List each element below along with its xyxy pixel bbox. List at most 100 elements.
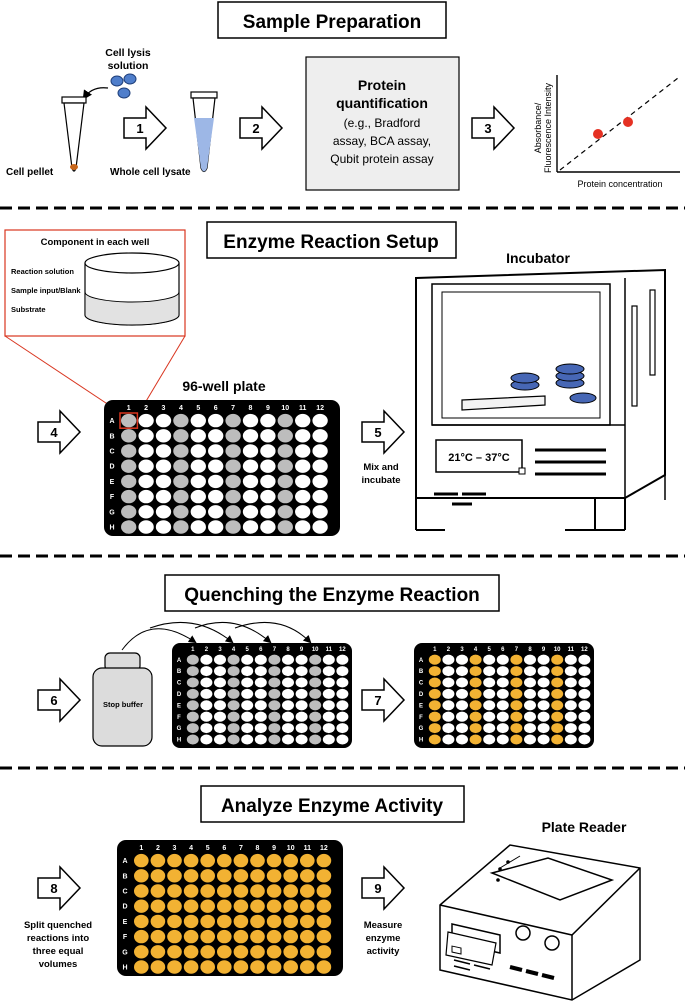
well-C1 — [133, 884, 149, 898]
well-B3 — [155, 429, 172, 443]
well-A1 — [121, 413, 137, 428]
well-E7 — [225, 474, 241, 489]
graph-point-2 — [623, 117, 633, 127]
measure-label-1: Measure — [364, 920, 403, 931]
column-number-label: 8 — [528, 647, 532, 653]
row-letter-label: C — [122, 888, 127, 895]
column-number-label: 1 — [191, 647, 195, 653]
split-label-2: reactions into — [27, 933, 89, 944]
well-C8 — [242, 444, 259, 458]
well-F4 — [173, 489, 189, 504]
column-number-label: 4 — [474, 647, 478, 653]
well-D6 — [208, 459, 224, 473]
well-H11 — [295, 520, 311, 534]
well-E8 — [282, 700, 294, 711]
well-H10 — [277, 520, 293, 534]
well-G12 — [578, 723, 591, 734]
well-C6 — [496, 677, 509, 688]
well-H4 — [183, 960, 199, 974]
well-E3 — [456, 700, 468, 711]
well-E11 — [299, 914, 315, 929]
well-A5 — [483, 654, 496, 665]
well-B8 — [250, 869, 265, 883]
well-F1 — [428, 711, 441, 722]
column-number-label: 11 — [568, 647, 575, 653]
row-letter-label: D — [177, 692, 182, 698]
row-letter-label: H — [419, 738, 423, 744]
well-D1 — [121, 459, 137, 473]
well-C2 — [200, 677, 213, 688]
well-B4 — [227, 666, 240, 677]
row-letter-label: B — [109, 433, 114, 440]
well-B1 — [428, 666, 441, 677]
well-G11 — [299, 945, 315, 959]
column-number-label: 9 — [300, 647, 304, 653]
well-B11 — [295, 429, 311, 443]
row-letter-label: H — [109, 524, 114, 531]
well-C8 — [524, 677, 536, 688]
well-B1 — [121, 429, 137, 443]
well-G6 — [216, 945, 232, 959]
well-F10 — [551, 711, 564, 722]
well-F7 — [510, 711, 523, 722]
well-H8 — [282, 734, 294, 745]
well-C3 — [214, 677, 226, 688]
well-G2 — [442, 723, 455, 734]
well-C7 — [225, 444, 241, 458]
well-F9 — [537, 711, 550, 722]
well-D10 — [309, 688, 322, 699]
well-C8 — [250, 884, 265, 898]
well-A1 — [133, 853, 149, 868]
well-C8 — [282, 677, 294, 688]
well-A4 — [469, 654, 482, 665]
well-G11 — [322, 723, 335, 734]
well-D5 — [483, 688, 496, 699]
well-E9 — [266, 914, 282, 929]
well-A6 — [254, 654, 267, 665]
well-F11 — [564, 711, 577, 722]
well-D8 — [242, 459, 259, 473]
well-F4 — [469, 711, 482, 722]
well-E4 — [183, 914, 199, 929]
well-F12 — [578, 711, 591, 722]
well-H8 — [250, 960, 265, 974]
well-D3 — [155, 459, 172, 473]
row-letter-label: B — [419, 669, 424, 675]
row-letter-label: F — [419, 715, 423, 721]
well-E5 — [241, 700, 254, 711]
well-C4 — [173, 444, 189, 458]
well-A3 — [167, 853, 182, 868]
mix-label-1: Mix and — [363, 462, 399, 473]
well-H7 — [225, 520, 241, 534]
well-H2 — [150, 960, 166, 974]
well-B2 — [150, 869, 166, 883]
well-C9 — [266, 884, 282, 898]
well-A6 — [496, 654, 509, 665]
well-F8 — [250, 929, 265, 944]
well-D8 — [282, 688, 294, 699]
column-number-label: 12 — [581, 647, 588, 653]
step-number-7: 7 — [374, 693, 381, 708]
well-B5 — [200, 869, 216, 883]
column-number-label: 2 — [144, 405, 148, 412]
well-E11 — [295, 474, 311, 489]
well-H1 — [428, 734, 441, 745]
well-C4 — [469, 677, 482, 688]
well-D3 — [214, 688, 226, 699]
cell-lysis-label-2: solution — [108, 60, 149, 72]
plate-reader-icon — [439, 844, 641, 1001]
well-E2 — [150, 914, 166, 929]
column-number-label: 12 — [320, 845, 328, 852]
well-G6 — [496, 723, 509, 734]
well-D1 — [186, 688, 199, 699]
well-F12 — [336, 711, 349, 722]
well-B8 — [282, 666, 294, 677]
quant-body-1: (e.g., Bradford — [344, 116, 421, 130]
column-number-label: 6 — [501, 647, 505, 653]
well-C10 — [283, 884, 299, 898]
well-A5 — [241, 654, 254, 665]
well-D4 — [183, 899, 199, 913]
well-F3 — [167, 929, 182, 944]
well-D6 — [496, 688, 509, 699]
well-G12 — [336, 723, 349, 734]
